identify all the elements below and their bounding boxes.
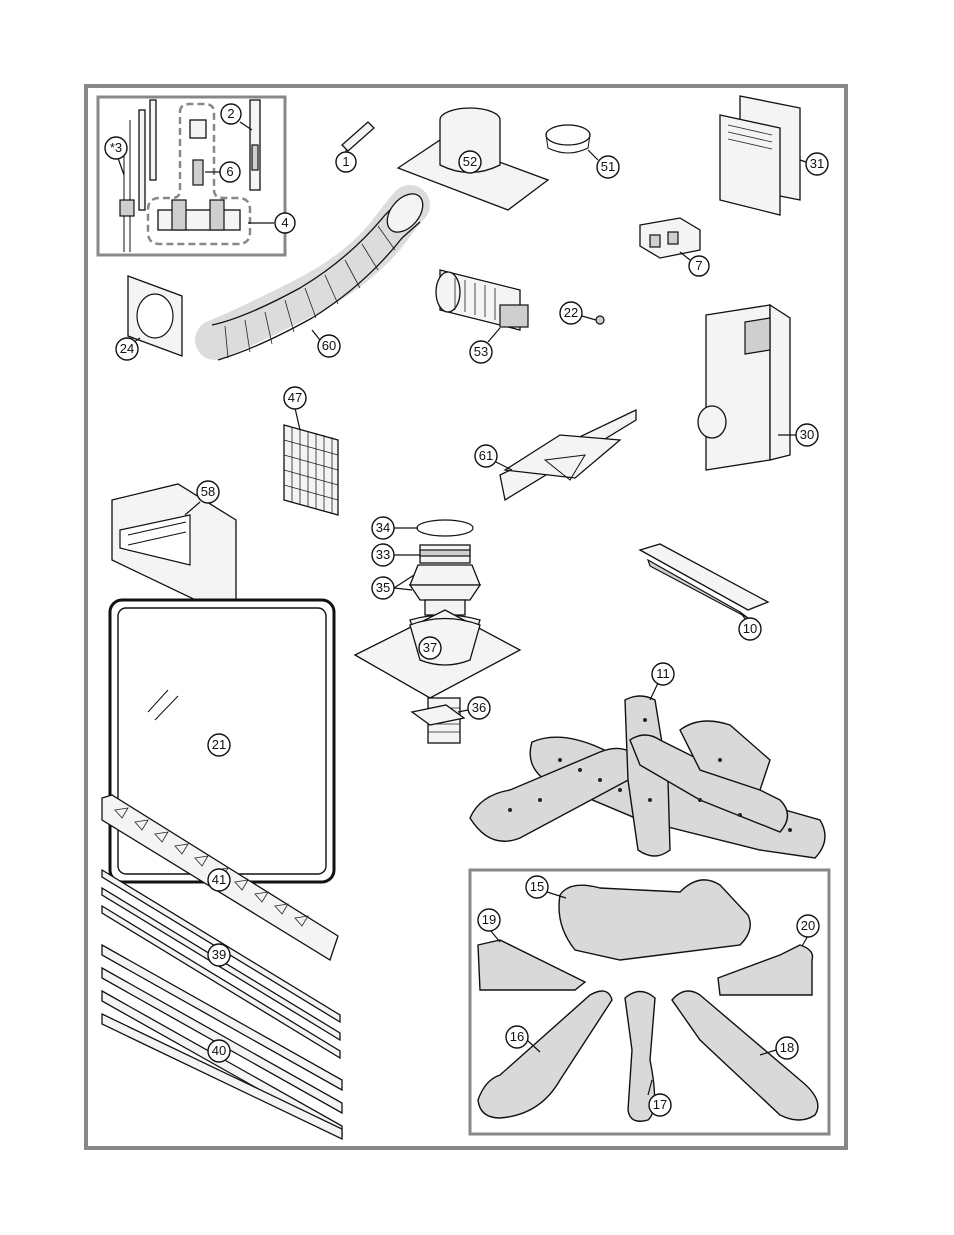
callout-33: 33: [376, 547, 390, 562]
callout-53: 53: [474, 344, 488, 359]
callout-10: 10: [743, 621, 757, 636]
part-15-top-log: [558, 879, 751, 961]
part-7-gas-valve: [639, 217, 701, 259]
callout-35: 35: [376, 580, 390, 595]
callout-36: 36: [472, 700, 486, 715]
callout-30: 30: [800, 427, 814, 442]
part-18-right-log: [671, 990, 819, 1121]
callout-24: 24: [120, 341, 134, 356]
callout-51: 51: [601, 159, 615, 174]
part-53-blower: [435, 269, 529, 331]
part-1-electrode: [341, 121, 375, 152]
callout-15: 15: [530, 879, 544, 894]
callout-41: 41: [212, 872, 226, 887]
callout-16: 16: [510, 1029, 524, 1044]
callout-6: 6: [226, 164, 233, 179]
part-10-burner: [638, 543, 770, 619]
callout-37: 37: [423, 640, 437, 655]
callout-3: *3: [110, 140, 122, 155]
callout-17: 17: [653, 1097, 667, 1112]
callout-19: 19: [482, 912, 496, 927]
part-22-switch: [595, 315, 605, 325]
callout-18: 18: [780, 1040, 794, 1055]
pilot-assembly: [119, 99, 261, 252]
callout-22: 22: [564, 305, 578, 320]
callout-21: 21: [212, 737, 226, 752]
part-24-gasket: [127, 275, 183, 357]
callout-1: 1: [342, 154, 349, 169]
callout-11: 11: [656, 666, 670, 681]
callout-31: 31: [810, 156, 824, 171]
callout-4: 4: [281, 215, 288, 230]
callout-2: 2: [227, 106, 234, 121]
callout-60: 60: [322, 338, 336, 353]
callout-52: 52: [463, 154, 477, 169]
callout-47: 47: [288, 390, 302, 405]
part-20-ember-right: [717, 944, 814, 996]
part-52-vent-cap: [396, 107, 550, 211]
callout-20: 20: [801, 918, 815, 933]
callout-61: 61: [479, 448, 493, 463]
part-34-cap: [416, 519, 474, 537]
part-61-firestop: [499, 408, 637, 502]
callout-39: 39: [212, 947, 226, 962]
outer-frame: [84, 84, 848, 1150]
part-30-vent-terminal: [697, 303, 791, 471]
part-11-log-set: [469, 695, 826, 859]
callout-34: 34: [376, 520, 390, 535]
part-58-frame: [111, 483, 237, 606]
pilot-kit-box: [96, 95, 287, 257]
callout-40: 40: [212, 1043, 226, 1058]
callouts: 2 *3 4 6 1 52 51 31 7 60 24 53: [104, 103, 829, 1117]
log-set-box: [468, 868, 831, 1136]
callout-7: 7: [695, 258, 702, 273]
part-19-ember-left: [477, 939, 587, 991]
part-51-collar: [545, 124, 591, 154]
part-31-wall-terminal: [719, 95, 801, 216]
part-60-flex-hose: [195, 185, 430, 361]
part-16-left-log: [477, 990, 613, 1119]
callout-58: 58: [201, 484, 215, 499]
part-40-rails: [101, 943, 343, 1141]
part-47-screen: [283, 424, 339, 516]
